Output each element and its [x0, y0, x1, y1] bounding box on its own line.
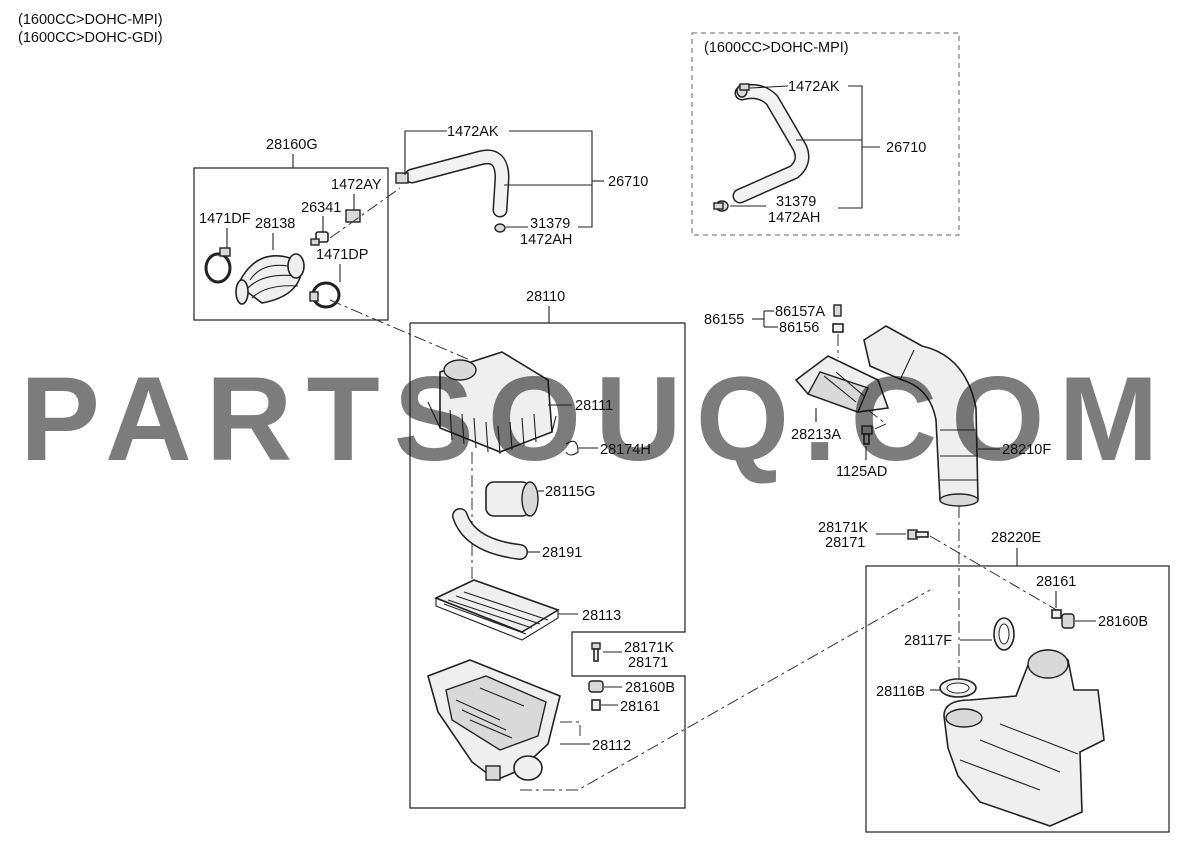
clip-28174H: [565, 440, 579, 456]
label-28160G: 28160G: [266, 137, 318, 153]
label-28160B-b: 28160B: [1098, 614, 1148, 630]
label-26710-main: 26710: [608, 174, 648, 190]
header-note-mpi: (1600CC>DOHC-MPI): [18, 12, 163, 28]
seal-28116B: [939, 678, 977, 698]
dash-hose-to-housing: [329, 299, 471, 361]
label-1125AD: 1125AD: [836, 464, 887, 480]
bracket-28213A: [794, 355, 890, 413]
header-note-gdi: (1600CC>DOHC-GDI): [18, 30, 163, 46]
bolt-28171K-b: [907, 529, 929, 540]
intake-hose-28138: [235, 253, 305, 305]
resonator-28220E: [943, 649, 1105, 827]
duct-28115G: [485, 481, 539, 517]
label-31379-main: 31379: [530, 216, 570, 232]
label-1472AH-inset: 1472AH: [768, 210, 820, 226]
inset-title: (1600CC>DOHC-MPI): [704, 40, 849, 56]
label-28210F: 28210F: [1002, 442, 1051, 458]
label-28115G: 28115G: [545, 484, 596, 500]
pin-28161-b: [1051, 609, 1062, 619]
label-86155: 86155: [704, 312, 744, 328]
dash-bracket-to-bolt: [867, 409, 887, 433]
clamp-1471DP: [309, 281, 341, 309]
air-filter-28113: [433, 579, 560, 641]
air-cleaner-cover-28111: [427, 351, 557, 455]
label-28213A: 28213A: [791, 427, 841, 443]
clip-1472AY: [345, 209, 361, 223]
bolt-28171K: [591, 642, 601, 662]
label-28138: 28138: [255, 216, 295, 232]
mpi-inset-frame: [691, 32, 960, 236]
label-28117F: 28117F: [904, 633, 952, 649]
label-28174H: 28174H: [600, 442, 651, 458]
label-28161-b: 28161: [1036, 574, 1076, 590]
label-31379-inset: 31379: [776, 194, 816, 210]
label-26710-inset: 26710: [886, 140, 926, 156]
label-1471DP: 1471DP: [316, 247, 368, 263]
group-box-28160G: [193, 167, 389, 321]
sensor-26341: [310, 231, 329, 246]
grommet-28160B-b: [1061, 613, 1075, 629]
nut-86156: [832, 323, 844, 333]
seal-28117F: [993, 617, 1015, 651]
air-cleaner-body-28112: [427, 659, 561, 781]
label-28110: 28110: [526, 289, 565, 305]
label-28171K-a: 28171K: [624, 640, 674, 656]
bracket-inset-26710: [838, 85, 863, 209]
label-1471DF: 1471DF: [199, 211, 251, 227]
label-1472AK-inset: 1472AK: [788, 79, 840, 95]
clip-86157A: [833, 304, 842, 317]
label-28161-a: 28161: [620, 699, 660, 715]
dash-body-to-28220E: [520, 589, 931, 791]
clamp-1471DF: [204, 247, 232, 284]
pin-28161-a: [591, 699, 601, 711]
label-26341: 26341: [301, 200, 341, 216]
inset-breather-hose: [713, 83, 810, 212]
label-1472AK-main: 1472AK: [447, 124, 499, 140]
label-28113: 28113: [582, 608, 621, 624]
label-28171-a: 28171: [628, 655, 668, 671]
label-86157A: 86157A: [775, 304, 825, 320]
dash-sensor-to-hose: [329, 187, 401, 239]
hose-28191: [452, 508, 528, 560]
leader-1472AK-left: [404, 130, 447, 175]
watermark: PARTSOUQ.COM: [20, 352, 1172, 486]
label-1472AY: 1472AY: [331, 177, 382, 193]
intake-duct-28210F: [863, 325, 979, 507]
label-28171K-b: 28171K: [818, 520, 868, 536]
leader-inset-1472AK: [749, 85, 789, 89]
dash-bolt-to-grommet: [929, 535, 1061, 613]
bracket-26710-main: [509, 130, 593, 228]
label-28111: 28111: [575, 398, 613, 414]
dash-body-pin: [560, 721, 581, 736]
group-box-28220E: [865, 565, 1170, 833]
label-28220E: 28220E: [991, 530, 1041, 546]
label-28171-b: 28171: [825, 535, 865, 551]
group-box-28110: [409, 322, 686, 809]
label-1472AH-main: 1472AH: [520, 232, 572, 248]
grommet-28160B-a: [588, 680, 604, 693]
label-28112: 28112: [592, 738, 631, 754]
label-28191: 28191: [542, 545, 582, 561]
breather-hose-26710: [395, 149, 510, 233]
bolt-1125AD: [861, 425, 873, 445]
label-86156: 86156: [779, 320, 819, 336]
label-28160B-a: 28160B: [625, 680, 675, 696]
label-28116B: 28116B: [876, 684, 925, 700]
